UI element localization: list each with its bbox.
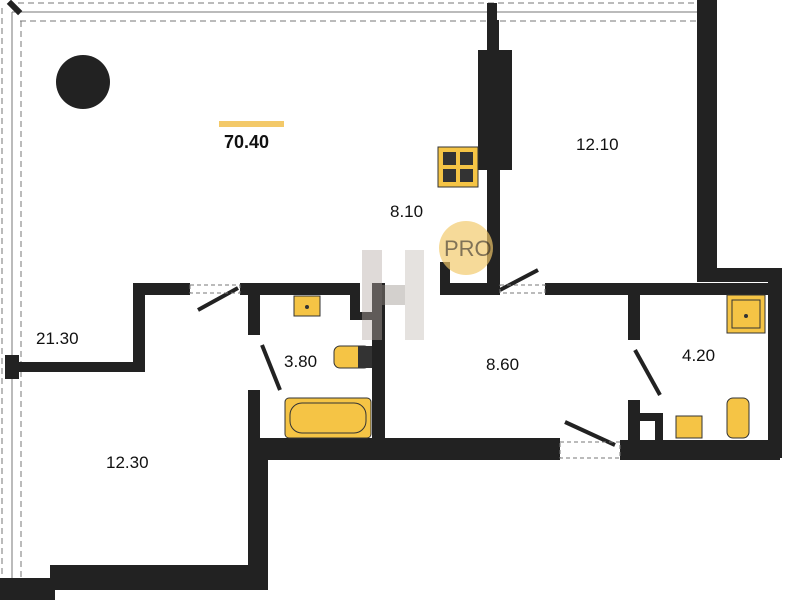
toilet-icon [333,345,372,369]
svg-text:PRO: PRO [444,236,492,261]
doors [189,268,662,459]
window-lines [1,2,700,580]
room-area-kitchen: 8.10 [390,202,424,221]
stove-icon [437,146,479,188]
toilet-2-icon [726,397,750,439]
sink-2-icon [675,415,703,439]
total-area-underline [219,121,284,127]
room-area-toilet: 4.20 [682,346,716,365]
watermark-logo: PRO [362,221,493,340]
shower-icon [726,294,766,334]
room-area-bathroom: 3.80 [284,352,318,371]
sink-icon [293,295,321,317]
room-area-hallway: 8.60 [486,355,520,374]
bathtub-icon [284,397,372,439]
room-area-living-room: 21.30 [36,329,79,348]
room-area-bedroom-top-right: 12.10 [576,135,619,154]
column-icon [56,55,110,109]
room-area-bedroom-bottom-left: 12.30 [106,453,149,472]
total-area: 70.40 [224,132,270,152]
